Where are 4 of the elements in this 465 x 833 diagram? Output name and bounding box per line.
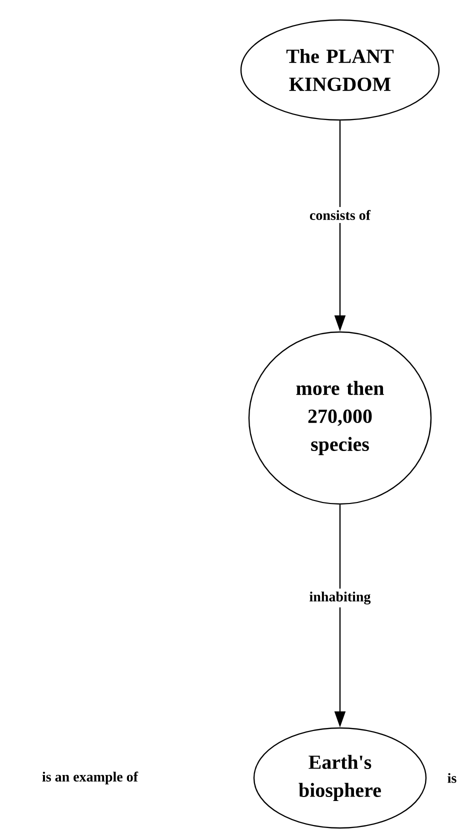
- edge-label: inhabiting: [306, 588, 374, 608]
- link-label: is: [448, 773, 456, 783]
- edge-label: consists of: [306, 207, 374, 223]
- link-label: is an example of: [42, 772, 138, 784]
